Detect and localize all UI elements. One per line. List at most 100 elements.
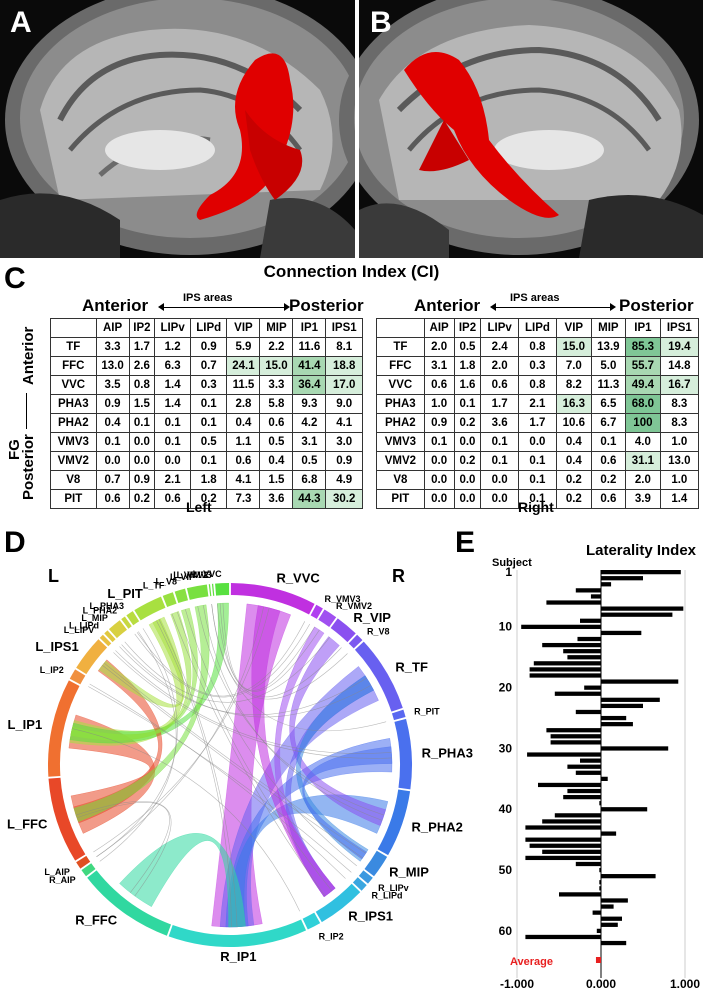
chord-node-label: R_AIP <box>49 875 76 885</box>
chord-node-arc <box>48 680 80 777</box>
fg-anterior-label: Anterior <box>20 326 37 385</box>
chord-node-arc <box>126 611 140 626</box>
table-cell: 2.1 <box>154 470 191 490</box>
table-cell: 16.3 <box>556 394 592 414</box>
table-cell: 44.3 <box>292 489 327 509</box>
table-cell: 0.0 <box>453 470 482 490</box>
table-cell: 1.2 <box>154 337 191 357</box>
table-cell: 0.6 <box>423 375 455 395</box>
left-table-label: Left <box>186 499 212 515</box>
hemisphere-left-label: L <box>48 566 59 586</box>
laterality-bar <box>525 825 601 830</box>
column-header-aip: AIP <box>423 318 455 338</box>
subject-tick-label: 40 <box>499 802 513 816</box>
right-anterior-label: Anterior <box>414 296 481 315</box>
table-cell: 13.0 <box>95 356 130 376</box>
table-cell: 0.1 <box>95 432 130 452</box>
column-header-lipd: LIPd <box>189 318 228 338</box>
laterality-bar <box>601 916 622 921</box>
laterality-bar <box>567 655 601 660</box>
laterality-bar <box>559 892 601 897</box>
laterality-bar <box>599 886 601 891</box>
table-cell: 0.7 <box>189 356 228 376</box>
table-cell: 0.0 <box>423 470 455 490</box>
table-cell: 8.2 <box>556 375 592 395</box>
column-header-ips1: IPS1 <box>325 318 363 338</box>
right-posterior-label: Posterior <box>619 296 694 315</box>
table-cell: 15.0 <box>259 356 294 376</box>
table-cell: 6.8 <box>292 470 327 490</box>
chord-node-label: R_PHA2 <box>412 820 463 835</box>
chord-link <box>119 646 367 716</box>
chord-node-arc <box>186 584 209 600</box>
laterality-bar <box>521 624 601 629</box>
laterality-bar <box>601 606 684 611</box>
table-cell: 3.0 <box>325 432 363 452</box>
table-cell: 30.2 <box>325 489 363 509</box>
chord-node-label: L_TF <box>143 581 165 591</box>
table-cell: 19.4 <box>659 337 700 357</box>
column-header-ip1: IP1 <box>292 318 327 338</box>
chord-link <box>158 619 238 927</box>
table-cell: 3.3 <box>259 375 294 395</box>
table-cell: 11.6 <box>292 337 327 357</box>
table-cell: 0.2 <box>189 489 228 509</box>
laterality-bar <box>584 685 601 690</box>
laterality-bar <box>542 849 601 854</box>
chord-link <box>75 801 172 897</box>
table-cell: 0.1 <box>590 432 627 452</box>
table-cell: 0.0 <box>453 489 482 509</box>
row-header-vmv2: VMV2 <box>376 451 425 471</box>
laterality-bar <box>601 904 614 909</box>
chord-node-arc <box>377 789 411 856</box>
table-cell: 0.2 <box>556 489 592 509</box>
laterality-bar <box>601 874 656 879</box>
table-cell: 1.0 <box>423 394 455 414</box>
row-header-tf: TF <box>50 337 97 357</box>
laterality-bar <box>601 576 643 581</box>
table-cell: 3.9 <box>625 489 661 509</box>
table-cell: 0.4 <box>226 413 261 433</box>
row-header-v8: V8 <box>376 470 425 490</box>
fg-arrow <box>26 393 27 429</box>
table-cell: 0.9 <box>325 451 363 471</box>
ci-title: Connection Index (CI) <box>263 262 440 281</box>
subject-tick-label: 60 <box>499 924 513 938</box>
table-cell: 0.0 <box>517 432 558 452</box>
chord-link <box>134 623 311 698</box>
table-cell: 2.6 <box>128 356 156 376</box>
chord-node-label: L_VMV3 <box>177 570 212 580</box>
row-header-pha3: PHA3 <box>376 394 425 414</box>
table-cell: 0.1 <box>480 451 519 471</box>
table-cell: 4.1 <box>226 470 261 490</box>
table-cell: 3.3 <box>95 337 130 357</box>
chord-node-arc <box>99 634 112 647</box>
table-cell: 100 <box>625 413 661 433</box>
row-header-pha3: PHA3 <box>50 394 97 414</box>
chord-node-label: L_V8 <box>156 576 178 586</box>
chord-link <box>222 603 315 691</box>
laterality-bar <box>601 697 660 702</box>
laterality-bar <box>580 758 601 763</box>
table-cell: 0.2 <box>556 470 592 490</box>
row-header-tf: TF <box>376 337 425 357</box>
laterality-bar <box>554 691 601 696</box>
chord-node-arc <box>168 919 307 948</box>
table-cell: 0.0 <box>154 451 191 471</box>
chord-node-arc <box>162 592 177 608</box>
chord-link <box>176 611 333 892</box>
chord-node-label: L_MIP <box>81 613 108 623</box>
chord-link <box>171 613 326 897</box>
table-cell: 2.1 <box>517 394 558 414</box>
table-cell: 1.8 <box>189 470 228 490</box>
chord-node-label: L_VMV2 <box>173 570 208 580</box>
table-cell: 11.3 <box>590 375 627 395</box>
laterality-bar <box>601 570 681 575</box>
chord-link <box>124 637 330 703</box>
column-header-lipv: LIPv <box>154 318 191 338</box>
chord-ribbon <box>211 603 292 928</box>
